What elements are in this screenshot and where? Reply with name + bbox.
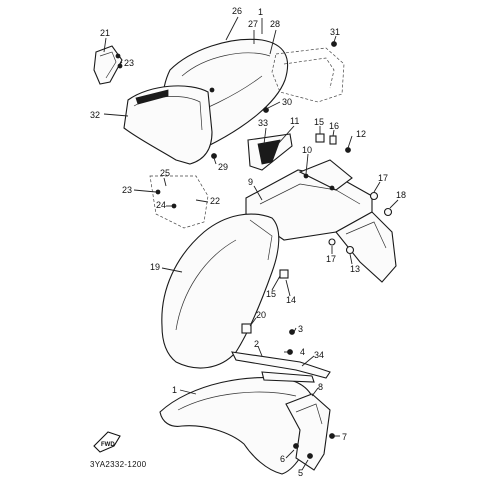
label-8: 8 xyxy=(318,382,323,392)
label-4: 4 xyxy=(300,347,305,357)
label-19: 19 xyxy=(150,262,160,272)
side-cover-ghost xyxy=(149,175,209,229)
label-3: 3 xyxy=(298,324,303,334)
diagram-code: 3YA2332-1200 xyxy=(90,460,147,469)
label-30: 30 xyxy=(282,97,292,107)
grab-strap xyxy=(93,45,123,85)
inner-fender xyxy=(161,213,280,369)
label-14: 14 xyxy=(286,295,296,305)
label-32: 32 xyxy=(90,110,100,120)
fender-stay xyxy=(285,393,331,471)
label-21: 21 xyxy=(100,28,110,38)
label-17-low: 17 xyxy=(326,254,336,264)
label-26: 26 xyxy=(232,6,242,16)
label-33: 33 xyxy=(258,118,268,128)
label-1-low: 1 xyxy=(172,385,177,395)
label-34: 34 xyxy=(314,350,324,360)
label-7: 7 xyxy=(342,432,347,442)
label-10: 10 xyxy=(302,145,312,155)
label-6: 6 xyxy=(280,454,285,464)
fender-bracket-strip xyxy=(231,351,331,383)
label-12: 12 xyxy=(356,129,366,139)
label-13: 13 xyxy=(350,264,360,274)
label-31: 31 xyxy=(330,27,340,37)
front-arrow-badge: FWD xyxy=(93,431,121,453)
label-18: 18 xyxy=(396,190,406,200)
label-16: 16 xyxy=(329,121,339,131)
label-9: 9 xyxy=(248,177,253,187)
front-arrow-text: FWD xyxy=(101,442,115,448)
label-23-mid: 23 xyxy=(122,185,132,195)
label-23-top: 23 xyxy=(124,58,134,68)
label-11: 11 xyxy=(290,116,299,126)
label-2: 2 xyxy=(254,339,259,349)
label-24: 24 xyxy=(156,200,166,210)
rear-flap xyxy=(335,211,397,283)
label-15-low: 15 xyxy=(266,289,276,299)
label-27: 27 xyxy=(248,19,258,29)
front-fender xyxy=(159,377,317,475)
label-17-top: 17 xyxy=(378,173,388,183)
label-15-top: 15 xyxy=(314,117,324,127)
leader-lines xyxy=(103,16,399,471)
label-25: 25 xyxy=(160,168,170,178)
seat-bracket xyxy=(247,133,293,171)
label-29: 29 xyxy=(218,162,228,172)
label-22: 22 xyxy=(210,196,220,206)
seat-base-cover xyxy=(123,85,213,165)
tail-lamp-ghost xyxy=(271,47,345,103)
label-20: 20 xyxy=(256,310,266,320)
label-28: 28 xyxy=(270,19,280,29)
label-5: 5 xyxy=(298,468,303,478)
callout-labels: 26 27 1 28 31 21 23 30 32 33 11 15 16 12… xyxy=(90,6,406,478)
label-1-top: 1 xyxy=(258,7,263,17)
